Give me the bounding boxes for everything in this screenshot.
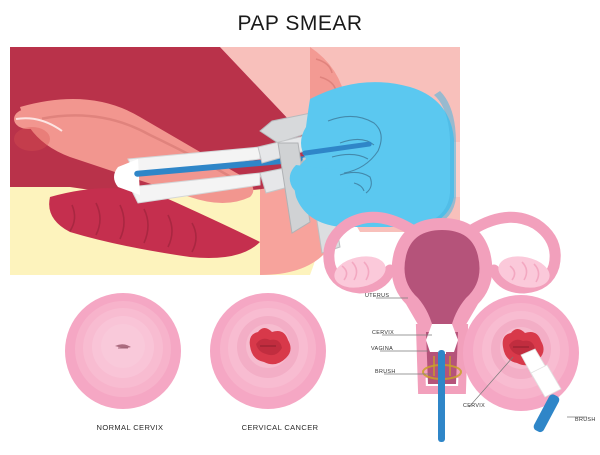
speculum-lower-blade bbox=[129, 172, 261, 204]
cervix-comparison-circles bbox=[60, 288, 380, 428]
right-adnexa bbox=[466, 211, 561, 294]
page-title: PAP SMEAR bbox=[237, 12, 363, 35]
cervix-closeup-circle bbox=[455, 295, 600, 440]
fallopian-tube-line bbox=[15, 117, 63, 132]
leader-lines bbox=[376, 297, 432, 375]
cervical-os bbox=[115, 344, 131, 348]
brush-head-body bbox=[530, 364, 562, 398]
label-vagina: VAGINA bbox=[371, 346, 394, 352]
cervical-cancer-circle bbox=[210, 293, 326, 409]
brush-handle bbox=[438, 350, 445, 442]
label-cervix-closeup: CERVIX bbox=[463, 403, 486, 409]
label-brush: BRUSH bbox=[375, 369, 396, 375]
cervix-neck bbox=[438, 336, 446, 354]
uterine-shadow bbox=[14, 127, 50, 151]
sagittal-pelvic-panel bbox=[10, 47, 460, 275]
label-uterus: UTERUS bbox=[365, 293, 390, 299]
label-brush-closeup: BRUSH bbox=[575, 417, 596, 423]
uterus-cavity bbox=[404, 230, 480, 332]
brush-rod-upper bbox=[302, 141, 372, 156]
cancer-lesion-core bbox=[256, 338, 282, 356]
left-adnexa bbox=[323, 211, 418, 294]
normal-cervix-circle bbox=[65, 293, 181, 409]
glove-finger-creases bbox=[327, 115, 382, 194]
gloved-hand bbox=[289, 82, 456, 227]
rectum bbox=[49, 188, 260, 258]
caption-cervical-cancer: CERVICAL CANCER bbox=[241, 423, 319, 432]
brush-closeup-handle bbox=[533, 394, 560, 433]
uterus-frontal-diagram bbox=[320, 200, 600, 450]
uterus-body bbox=[20, 99, 254, 203]
glove-shading bbox=[426, 91, 456, 227]
cervix-tip bbox=[114, 159, 140, 195]
closeup-leader-lines bbox=[468, 356, 587, 418]
caption-normal-cervix: NORMAL CERVIX bbox=[96, 423, 164, 432]
rectum-folds bbox=[69, 202, 197, 253]
label-cervix: CERVIX bbox=[372, 330, 395, 336]
